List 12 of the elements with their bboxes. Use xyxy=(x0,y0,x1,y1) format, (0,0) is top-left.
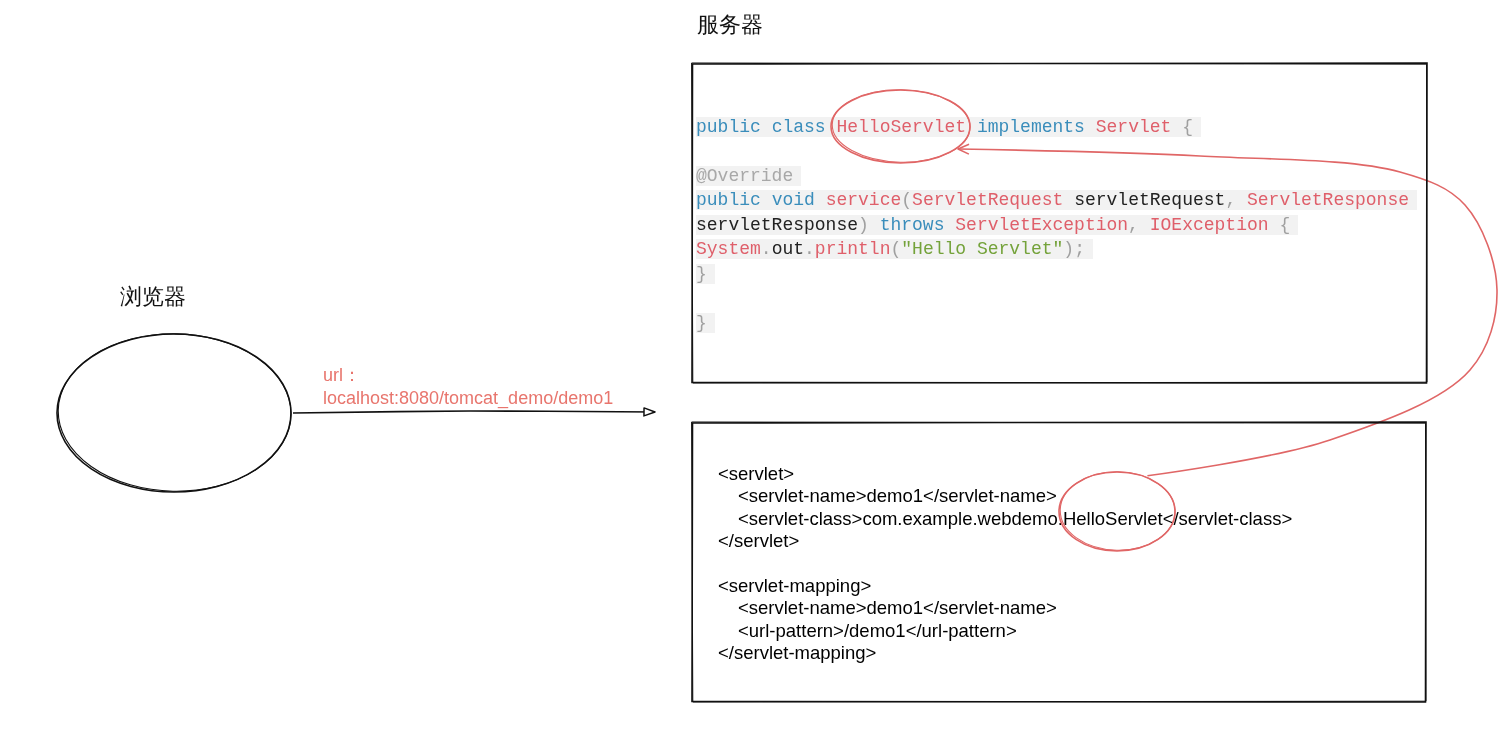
xml-line: <servlet-name>demo1</servlet-name> xyxy=(738,485,1057,508)
node-heading: 浏览器 xyxy=(120,283,186,311)
xml-line: <servlet> xyxy=(718,462,795,486)
curved-arrow xyxy=(957,143,1498,477)
arrow xyxy=(292,407,656,417)
xml-line: </servlet> xyxy=(718,530,800,553)
xml-line: <servlet-name>demo1</servlet-name> xyxy=(738,597,1057,620)
xml-line: </servlet-mapping> xyxy=(718,642,877,665)
xml-line: <servlet-mapping> xyxy=(718,574,872,598)
node-heading: 服务器 xyxy=(697,11,763,39)
config-panel xyxy=(691,421,1427,703)
xml-line: <url-pattern>/demo1</url-pattern> xyxy=(738,619,1017,643)
